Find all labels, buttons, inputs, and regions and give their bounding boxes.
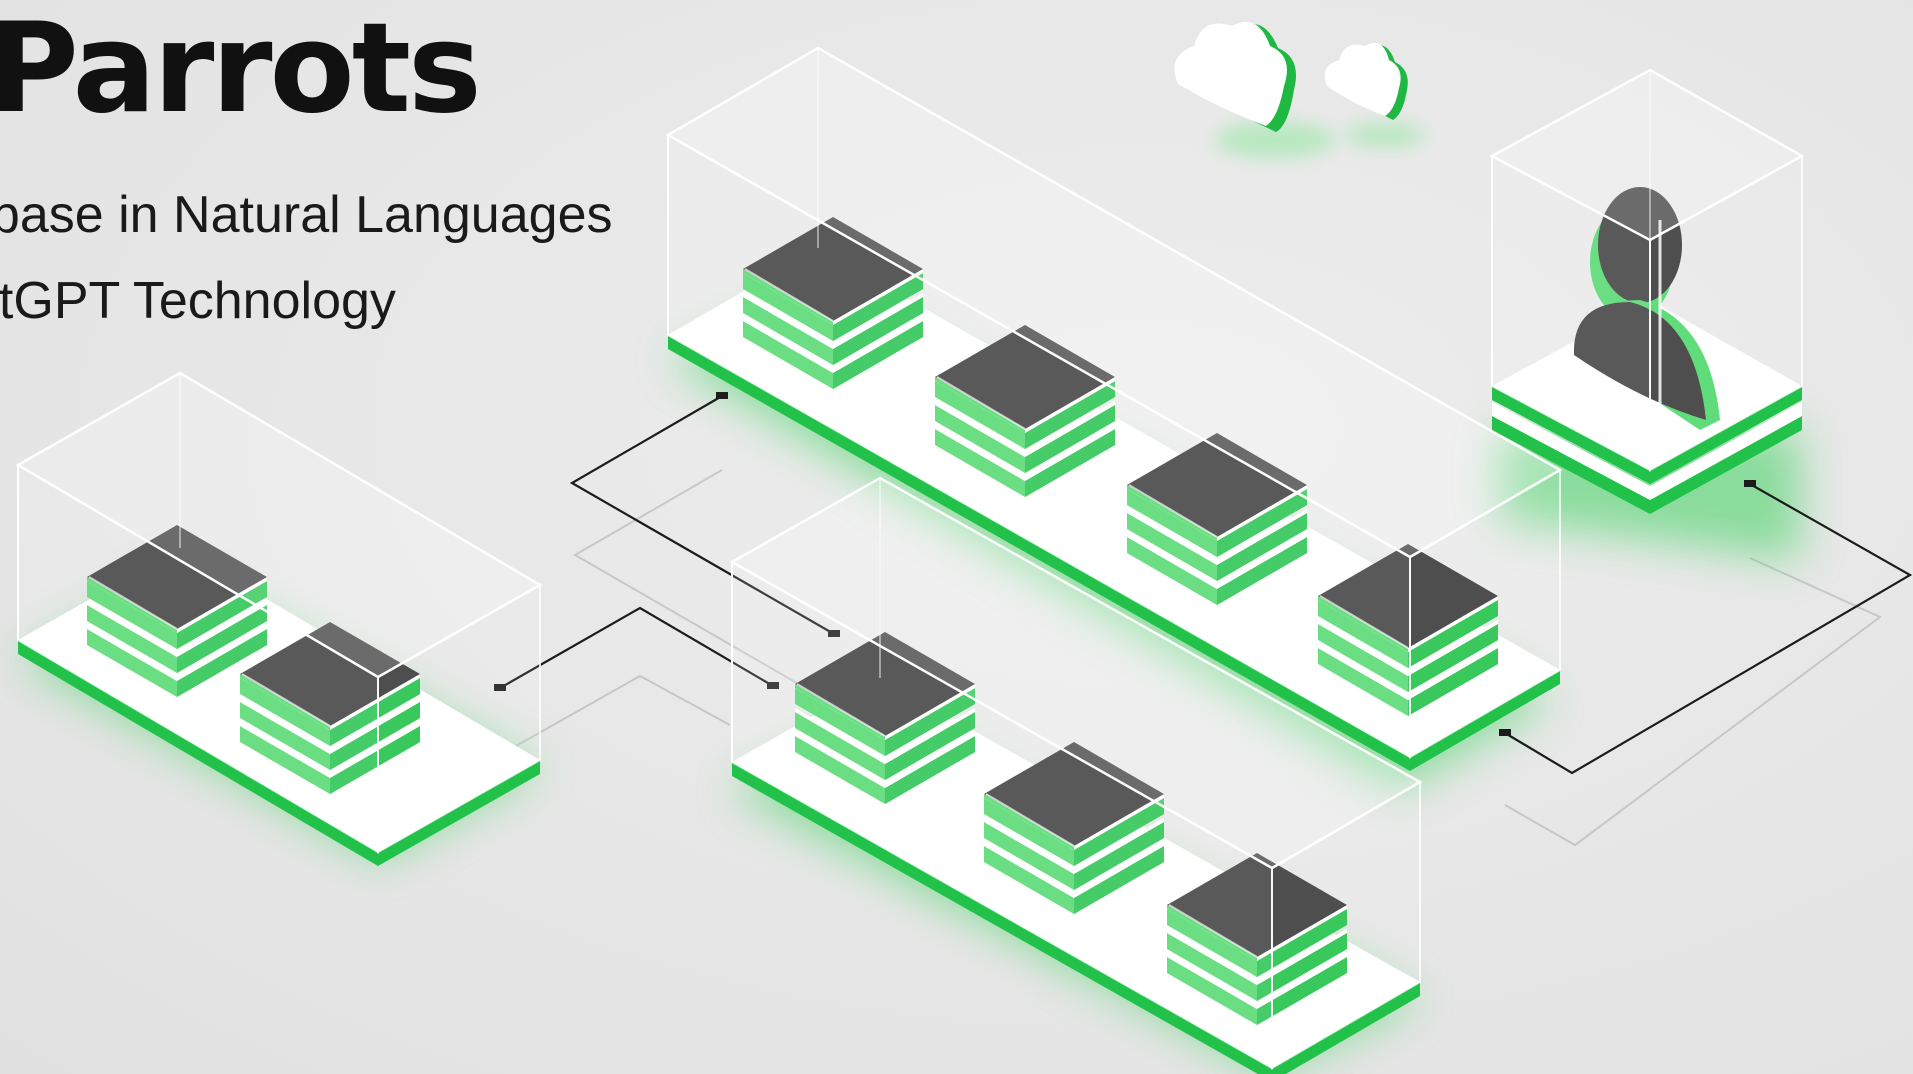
database-stack-icon [1167, 853, 1347, 1025]
cloud-icon [1174, 21, 1335, 158]
database-stack-icon [935, 325, 1115, 497]
glass-box [729, 476, 1423, 1070]
platform-base [668, 248, 1560, 771]
database-stack-icon [795, 632, 975, 804]
database-stack-icon [1127, 433, 1307, 605]
cloud-icon [1324, 43, 1425, 147]
database-stack-icon [240, 622, 420, 794]
glass-box [665, 46, 1563, 759]
subtitle-line-1: abase in Natural Languages [0, 186, 613, 244]
glass-box [15, 371, 543, 854]
database-stack-icon [1318, 544, 1498, 716]
database-stacks [87, 217, 1498, 1025]
database-stack-icon [87, 525, 267, 697]
glass-box [1489, 68, 1805, 472]
connector-lines [499, 395, 1913, 775]
connector-reflections [499, 469, 1882, 847]
glass-enclosures [15, 46, 1805, 1070]
database-stack-icon [984, 742, 1164, 914]
connector-endpoints [494, 392, 1756, 736]
page-title: Parrots [0, 0, 482, 141]
database-stack-icon [743, 217, 923, 389]
subtitle-line-2: atGPT Technology [0, 272, 396, 330]
